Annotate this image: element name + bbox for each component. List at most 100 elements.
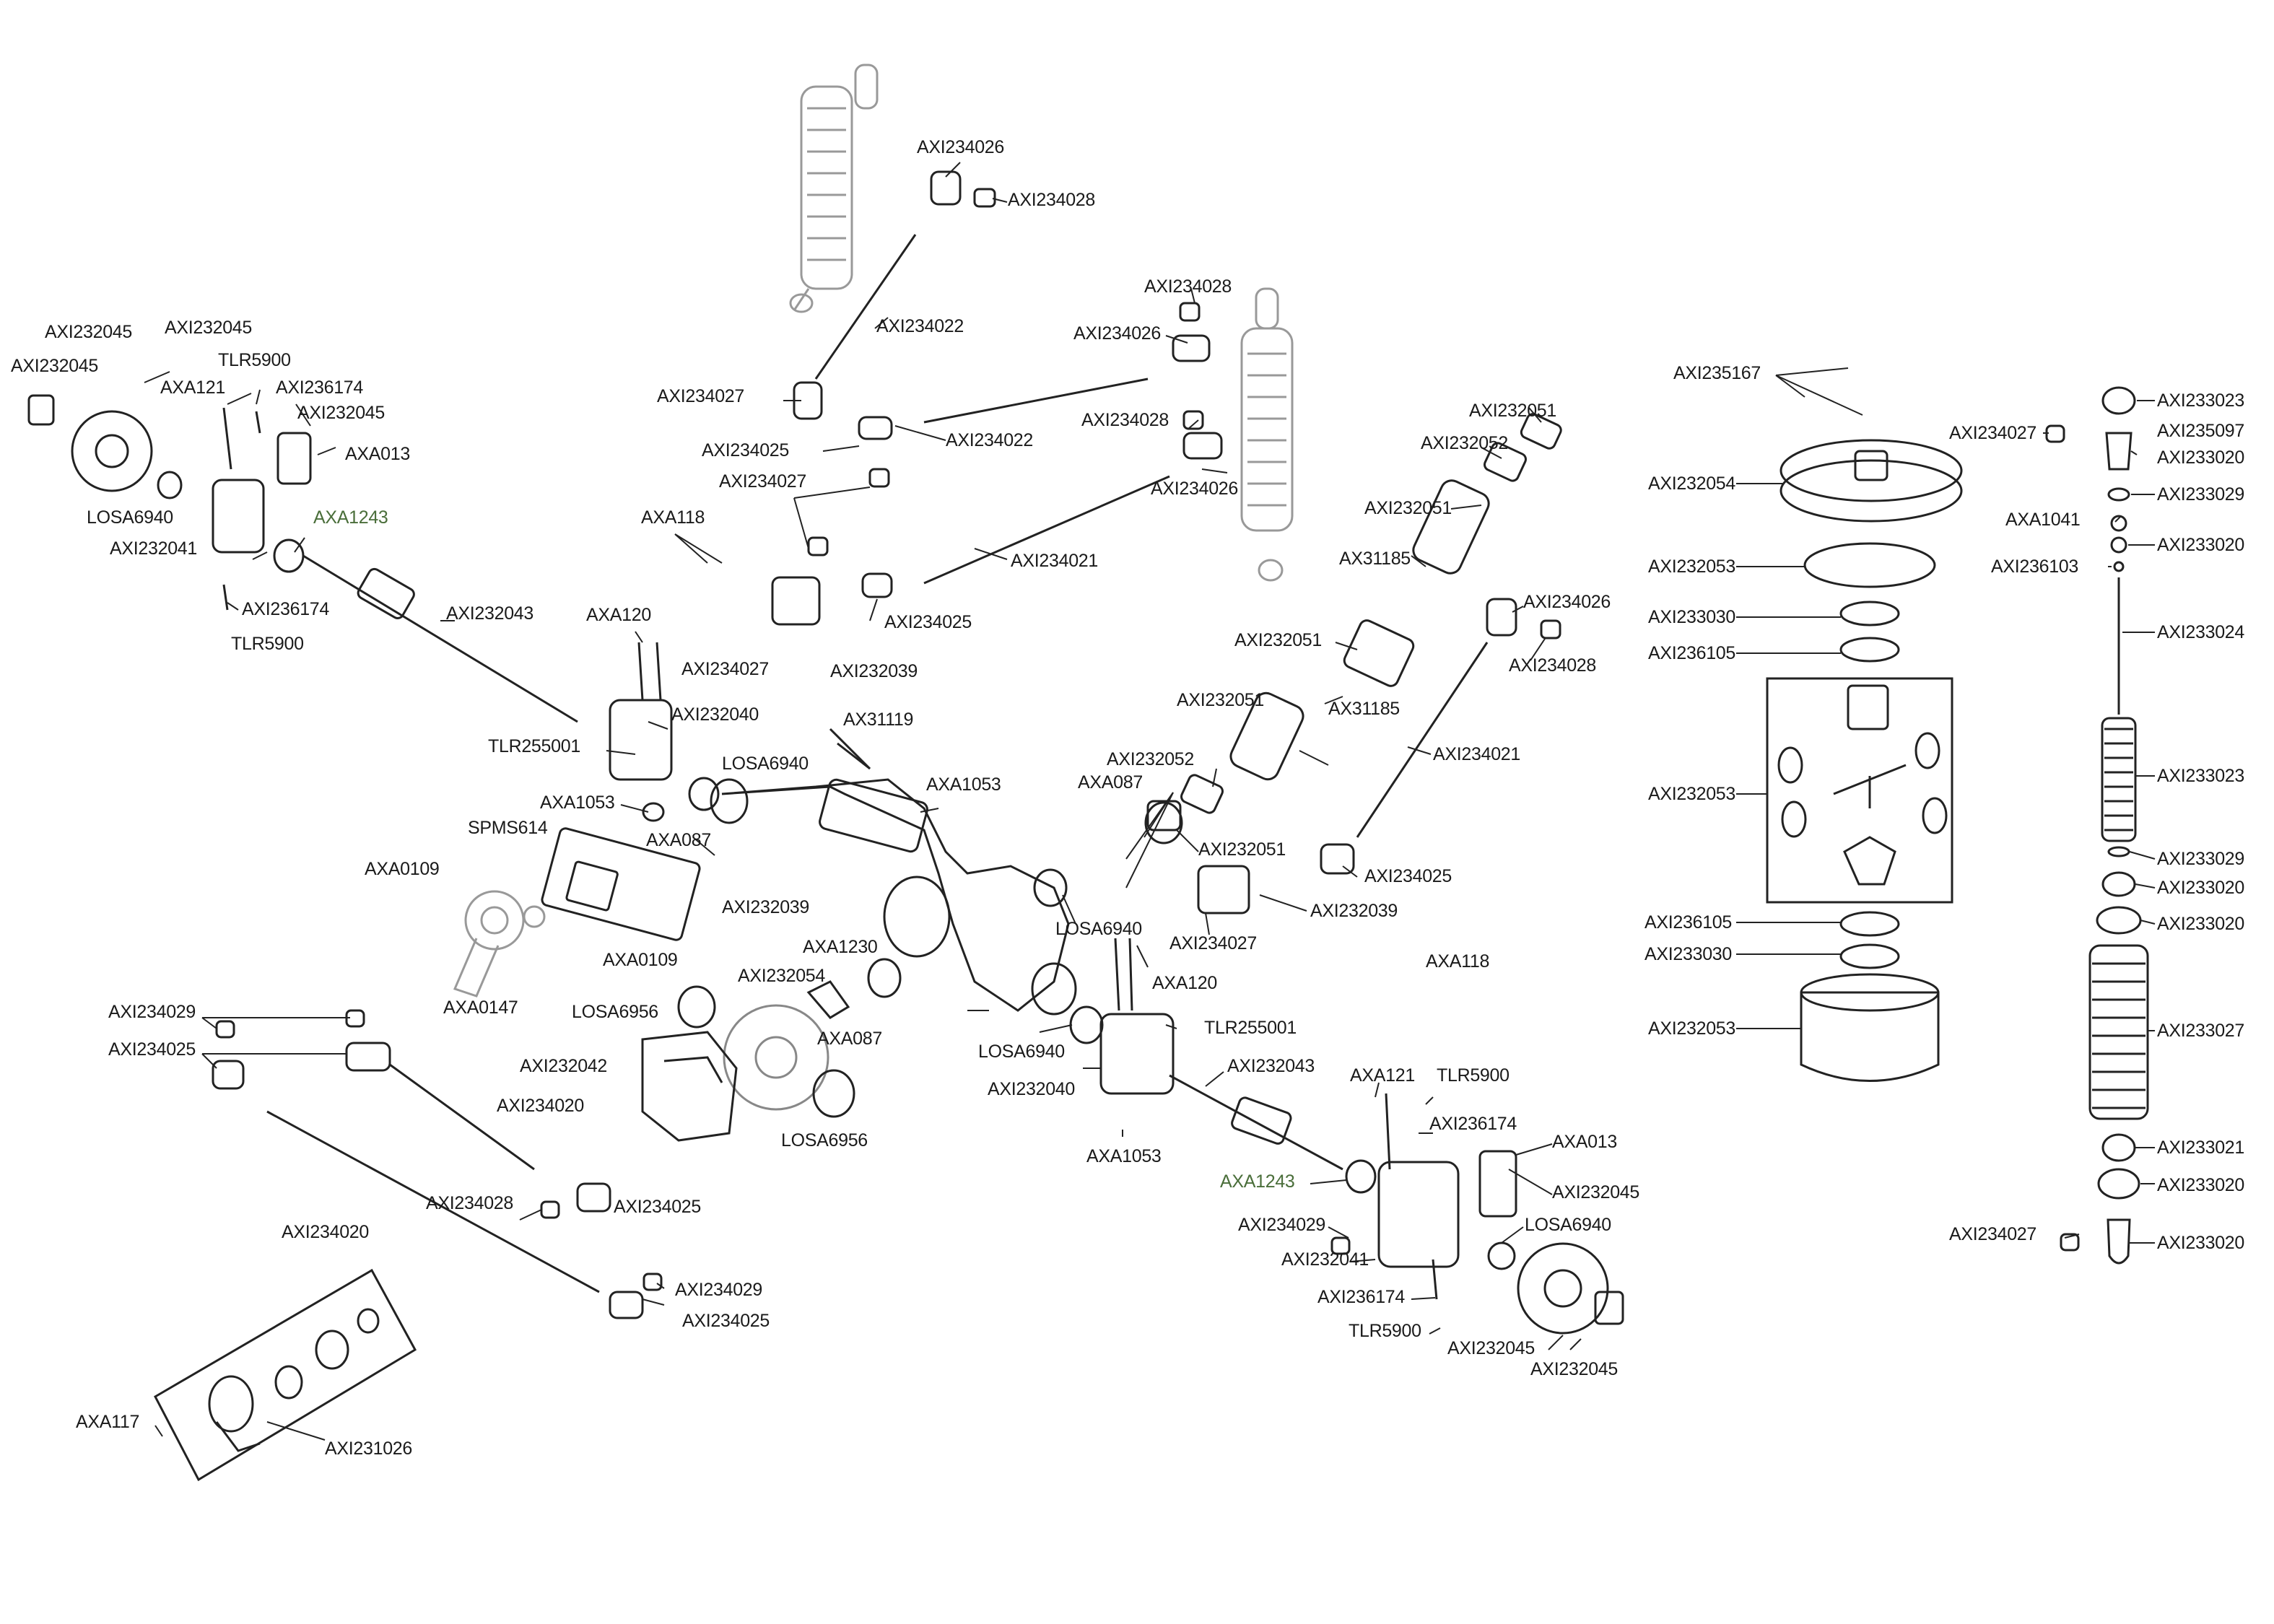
part-label: LOSA6940 xyxy=(87,507,173,528)
part-label: AXI232051 xyxy=(1234,630,1323,650)
part-label: AXI232045 xyxy=(1447,1338,1535,1358)
part-label: AXI232054 xyxy=(1648,473,1736,494)
axle-housing xyxy=(710,778,1077,1016)
part-label: AXI234028 xyxy=(1509,655,1597,676)
part-label: AXI236174 xyxy=(242,599,330,619)
part-label: LOSA6940 xyxy=(978,1042,1065,1062)
part-label: TLR255001 xyxy=(488,736,580,756)
shock-exploded xyxy=(2088,386,2149,1265)
part-label: AXA1243 xyxy=(313,507,388,528)
part-label: SPMS614 xyxy=(468,818,548,838)
part-label: AXI232045 xyxy=(45,322,133,342)
part-label: AXI232051 xyxy=(1469,401,1557,421)
part-label: AXI233030 xyxy=(1648,607,1736,627)
part-label: AXI232053 xyxy=(1648,556,1736,577)
part-label: AXI234025 xyxy=(682,1311,770,1331)
part-label: AXA118 xyxy=(1426,951,1490,972)
part-label: LOSA6940 xyxy=(1525,1215,1611,1235)
part-label: AXI234021 xyxy=(1433,744,1521,764)
part-label: AXA0147 xyxy=(443,997,518,1018)
part-label: AXI232042 xyxy=(520,1056,608,1076)
part-label: AXA0109 xyxy=(603,950,678,970)
part-label: AXI232039 xyxy=(722,897,810,917)
part-label: AXI236103 xyxy=(1991,556,2079,577)
part-label: AXI232053 xyxy=(1648,1018,1736,1039)
part-label: AXI233020 xyxy=(2157,535,2245,555)
part-label: TLR5900 xyxy=(218,350,291,370)
part-label: AXA087 xyxy=(817,1029,882,1049)
part-label: AXI234029 xyxy=(108,1002,196,1022)
part-label: AXI232053 xyxy=(1648,784,1736,804)
right-shock-absorber xyxy=(1240,287,1294,582)
part-label: AXI234027 xyxy=(719,471,807,492)
part-label: AXI234026 xyxy=(1523,592,1611,612)
part-label: AXI234027 xyxy=(1169,933,1258,953)
part-label: AX31185 xyxy=(1339,549,1411,569)
part-label: AXA117 xyxy=(76,1412,140,1432)
rod-ends xyxy=(212,170,2080,1319)
part-label: AXI236105 xyxy=(1648,643,1736,663)
part-label: AXI236105 xyxy=(1644,912,1733,933)
left-c-hub xyxy=(609,642,871,822)
part-label: AXI234027 xyxy=(1949,423,2037,443)
part-label: AXI232052 xyxy=(1107,749,1195,769)
part-label: AXI233023 xyxy=(2157,390,2245,411)
part-label: AXA087 xyxy=(1078,772,1143,793)
part-label: AXI234029 xyxy=(1238,1215,1326,1235)
part-label: AXI232045 xyxy=(165,318,253,338)
part-label: AXI232054 xyxy=(738,966,826,986)
part-label: AXI234025 xyxy=(1364,866,1452,886)
part-label: TLR5900 xyxy=(1437,1065,1510,1086)
part-label: AXA1243 xyxy=(1220,1171,1295,1192)
right-c-hub xyxy=(1033,801,1343,1171)
part-label: TLR255001 xyxy=(1204,1018,1297,1038)
part-label: AXI232039 xyxy=(830,661,918,681)
part-label: AXI234027 xyxy=(657,386,745,406)
suspension-links xyxy=(266,234,1489,1293)
part-label: AXI234026 xyxy=(917,137,1005,157)
part-label: AXA1041 xyxy=(2005,510,2081,530)
part-label: AXI232040 xyxy=(671,704,759,725)
part-label: AXI232045 xyxy=(297,403,385,423)
servo xyxy=(541,827,701,941)
part-label: AXI233024 xyxy=(2157,622,2245,642)
part-label: AXA087 xyxy=(646,830,711,850)
part-label: AXI232043 xyxy=(446,603,534,624)
part-label: AXI235167 xyxy=(1673,363,1761,383)
part-label: AXI234021 xyxy=(1011,551,1099,571)
part-label: AXI232041 xyxy=(1281,1249,1369,1270)
part-label: AXA0109 xyxy=(365,859,440,879)
driveshaft xyxy=(1146,413,1562,831)
ring-gear xyxy=(723,1004,829,1111)
part-label: AXI232045 xyxy=(1552,1182,1640,1202)
part-label: LOSA6956 xyxy=(572,1002,658,1022)
part-label: LOSA6940 xyxy=(722,754,809,774)
part-label: TLR5900 xyxy=(231,634,304,654)
differential-exploded xyxy=(1766,439,1963,1082)
part-label: AXI232045 xyxy=(1530,1359,1619,1379)
part-label: AXI234028 xyxy=(426,1193,514,1213)
part-label: AXI234020 xyxy=(497,1096,585,1116)
part-label: AXI233020 xyxy=(2157,878,2245,898)
part-label: AXI232039 xyxy=(1310,901,1398,921)
part-label: AXI233020 xyxy=(2157,1175,2245,1195)
part-label: AXI233020 xyxy=(2157,914,2245,934)
part-label: AXI234028 xyxy=(1008,190,1096,210)
part-label: AXI234025 xyxy=(108,1039,196,1060)
part-label: AXI234027 xyxy=(681,659,770,679)
part-label: AXI232051 xyxy=(1177,690,1265,710)
part-label: AXA121 xyxy=(160,377,225,398)
part-label: AXI232051 xyxy=(1198,839,1286,860)
part-label: AXI232052 xyxy=(1421,433,1509,453)
part-label: AXA120 xyxy=(586,605,651,625)
part-label: AXI234022 xyxy=(946,430,1034,450)
part-label: AXI232051 xyxy=(1364,498,1452,518)
part-label: AXI233029 xyxy=(2157,484,2245,505)
part-label: AXI234026 xyxy=(1073,323,1162,344)
part-label: AXI234025 xyxy=(702,440,790,460)
part-label: AXI233029 xyxy=(2157,849,2245,869)
steering-arm-box xyxy=(154,1268,417,1482)
left-steering-knuckle xyxy=(27,394,578,723)
part-label: AXI233020 xyxy=(2157,1233,2245,1253)
